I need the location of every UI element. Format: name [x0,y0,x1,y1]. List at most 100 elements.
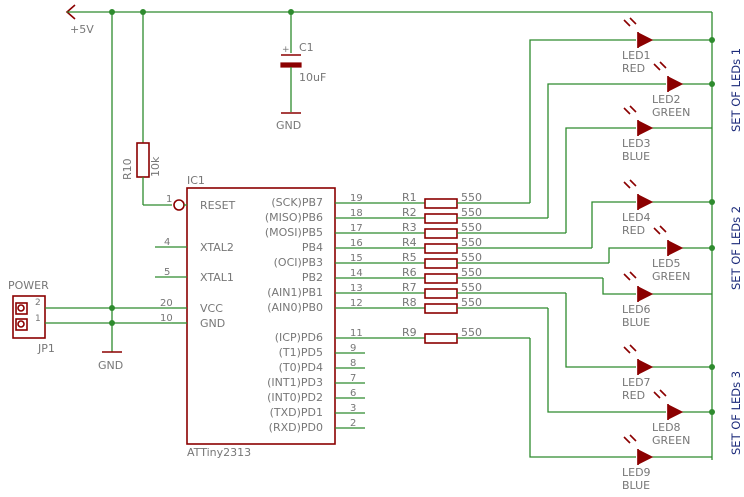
ic-pin-num: 7 [350,373,356,384]
ic-pin-name: (MOSI)PB5 [265,226,323,239]
c1-plus: + [282,45,290,55]
ic-pin-name: (SCK)PB7 [271,196,323,209]
ic-part: ATTiny2313 [187,446,251,459]
resistor-r8 [424,303,548,314]
supply-symbol [65,4,712,20]
jp1-pin-2: 2 [35,298,41,308]
led-color: RED [622,224,645,237]
ic-pin-name: RESET [200,199,236,212]
resistor-r3 [424,228,566,239]
ic-pin-num: 15 [350,253,363,264]
led-6 [623,271,654,302]
ic-pin-num: 3 [350,403,356,414]
resistor-ref: R3 [402,221,417,234]
led-color: BLUE [622,316,650,329]
resistor-value: 550 [461,296,482,309]
led-ref: LED8 [652,421,681,434]
set-label-1: SET OF LEDs 1 [729,48,743,132]
resistor-ref: R9 [402,326,417,339]
resistor-r1 [424,198,530,209]
led-color: RED [622,62,645,75]
ic-body [186,187,336,445]
led-3 [623,105,654,136]
r10-ref: R10 [121,158,134,180]
ic-pin-num: 12 [350,298,363,309]
ic-pin-name: (T0)PD4 [279,361,323,374]
connector-ref: JP1 [37,342,55,355]
led-color: BLUE [622,479,650,492]
resistor-r4 [424,243,592,254]
resistor-value: 550 [461,326,482,339]
resistor-value: 550 [461,281,482,294]
ic-pin-name: PB2 [302,271,323,284]
ic-pin-name: GND [200,317,225,330]
ic-pin-num: 19 [350,193,363,204]
ic-pin-num: 4 [164,237,170,248]
led-ref: LED5 [652,257,681,270]
led-5 [653,225,684,256]
ic-pin-name: (AIN0)PB0 [267,301,323,314]
set-label-2: SET OF LEDs 2 [729,206,743,290]
set-label-3: SET OF LEDs 3 [729,371,743,455]
led-8 [653,389,684,420]
led-9 [623,434,654,465]
led-ref: LED9 [622,466,651,479]
c1-value: 10uF [299,71,326,84]
supply-label: +5V [70,23,94,36]
c1-ref: C1 [299,41,314,54]
resistor-ref: R1 [402,191,417,204]
resistor-value: 550 [461,266,482,279]
connector-title: POWER [8,279,49,292]
resistor-ref: R7 [402,281,417,294]
resistor-r9 [424,333,530,344]
ic-pin-num: 11 [350,328,363,339]
power-connector-jp1 [12,295,172,339]
capacitor-c1 [280,12,302,114]
ic-pin-name: (OCI)PB3 [274,256,323,269]
ic-ref: IC1 [187,174,205,187]
ic-pin-name: (ICP)PD6 [275,331,323,344]
ic-pin-num: 2 [350,418,356,429]
led-ref: LED2 [652,93,681,106]
ic-pin-name: (RXD)PD0 [269,421,323,434]
ic-pin-num: 13 [350,283,363,294]
led-ref: LED4 [622,211,651,224]
ic-pin-name: (INT1)PD3 [267,376,323,389]
ic-pin-num: 20 [160,298,173,309]
c1-gnd-label: GND [276,119,301,132]
ic-pin-name: (T1)PD5 [279,346,323,359]
led-2 [653,61,684,92]
resistor-ref: R8 [402,296,417,309]
ic-pin-num: 9 [350,343,356,354]
led-1 [623,17,654,48]
led-7 [623,344,654,375]
ic-pin-num: 10 [160,313,173,324]
ic-pin-name: VCC [200,302,223,315]
ic-pin-name: (MISO)PB6 [265,211,323,224]
ic-pin-name: PB4 [302,241,323,254]
resistor-r5 [424,258,609,269]
resistor-r6 [424,273,603,284]
led-ref: LED6 [622,303,651,316]
resistor-value: 550 [461,221,482,234]
ic-pin-num: 17 [350,223,363,234]
resistor-ref: R6 [402,266,417,279]
led-color: GREEN [652,270,690,283]
ic-pin-num: 1 [166,194,172,205]
resistor-value: 550 [461,206,482,219]
resistor-value: 550 [461,191,482,204]
r10-value: 10k [149,156,162,177]
jp1-pin-1: 1 [35,314,41,324]
resistor-value: 550 [461,251,482,264]
led-color: BLUE [622,150,650,163]
ic-pin-num: 6 [350,388,356,399]
ic-right-pins: (SCK)PB7 19 (MISO)PB6 18 (MOSI)PB5 17 PB… [265,193,363,434]
ic-pin-num: 5 [164,267,170,278]
ic-pin-name: (INT0)PD2 [267,391,323,404]
resistor-r10 [136,12,185,211]
resistor-ref: R5 [402,251,417,264]
resistor-r7 [424,288,566,299]
resistor-r2 [424,213,548,224]
led-color: GREEN [652,106,690,119]
